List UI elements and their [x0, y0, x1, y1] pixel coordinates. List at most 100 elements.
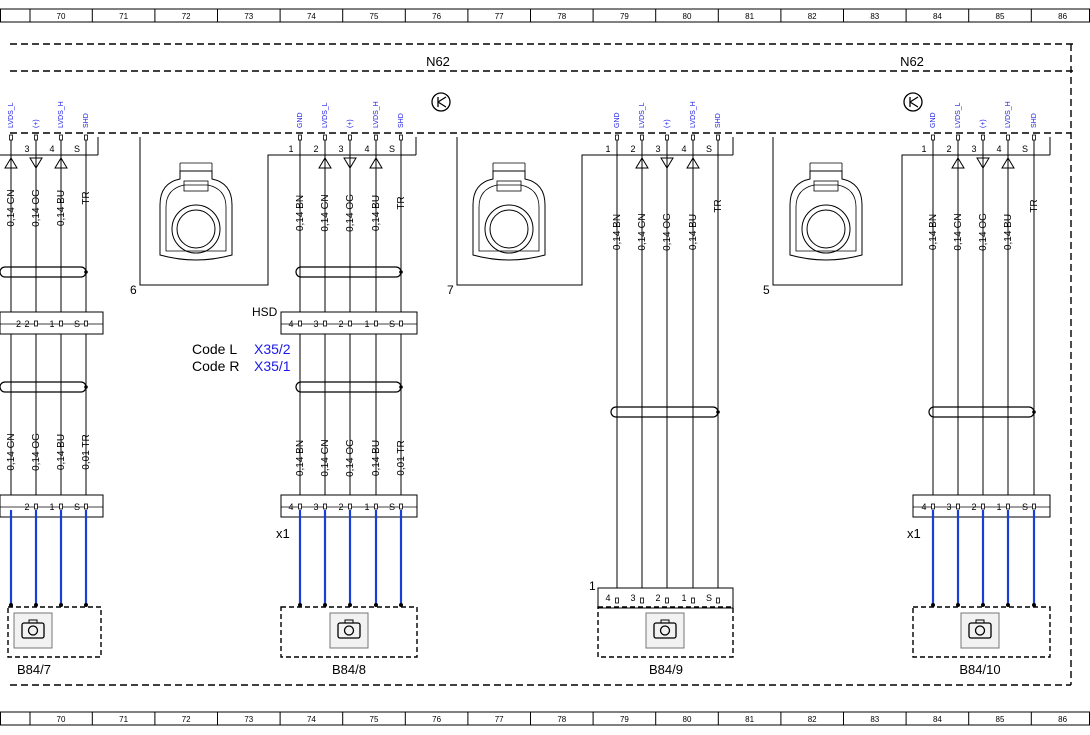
pin-contact	[323, 134, 327, 141]
ruler-number: 78	[557, 12, 566, 21]
wire-end	[348, 603, 352, 607]
inline-connector	[0, 494, 104, 518]
wire-end	[84, 603, 88, 607]
pin-contact	[323, 320, 327, 327]
pin-contact	[348, 320, 352, 327]
wire-end	[399, 603, 403, 607]
pin-number: S	[389, 319, 395, 329]
signal-name: LVDS_H	[690, 101, 697, 128]
camera-icon	[659, 625, 671, 636]
pin-contact	[34, 503, 38, 510]
pin-number: 3	[313, 319, 318, 329]
wire-end	[374, 603, 378, 607]
hsd-outline	[789, 170, 863, 261]
shield-loop	[295, 381, 402, 393]
pin-number: 2	[313, 144, 318, 154]
ruler-number: 81	[745, 715, 754, 724]
wire-label: 0,14 BU	[371, 440, 382, 476]
wire-label: 0,01 TR	[396, 440, 407, 475]
camera-label-b84-7[interactable]: B84/7	[17, 662, 51, 677]
symbol-line	[437, 96, 447, 103]
camera-label-b84-9[interactable]: B84/9	[649, 662, 683, 677]
pin-contact	[298, 320, 302, 327]
hsd-connector-icon	[159, 162, 233, 261]
pin-number: 3	[338, 144, 343, 154]
pin-number: 1	[605, 144, 610, 154]
signal-name: LVDS_L	[322, 102, 329, 128]
wire-end	[931, 603, 935, 607]
wire-label: TR	[396, 196, 407, 209]
pin-contact	[691, 134, 695, 141]
pin-contact	[399, 134, 403, 141]
wire-end	[323, 603, 327, 607]
wire-label: 0,14 BN	[612, 214, 623, 250]
connector-number-5: 5	[763, 283, 770, 297]
hsd-ring	[489, 209, 529, 249]
ruler-number: 79	[620, 715, 629, 724]
pin-number: 1	[49, 502, 54, 512]
shield-dot	[1032, 410, 1036, 414]
ruler-frame	[0, 711, 1090, 726]
signal-name: SHD	[715, 113, 722, 128]
pin-number: 2	[655, 593, 660, 603]
signal-name: LVDS_L	[955, 102, 962, 128]
signal-name: (+)	[33, 119, 40, 128]
camera-icon	[13, 612, 53, 649]
pin-contact	[59, 503, 63, 510]
wire-end	[298, 603, 302, 607]
pin-contact	[640, 597, 644, 604]
pin-contact	[640, 134, 644, 141]
ruler-number: 83	[870, 715, 879, 724]
ruler-number: 86	[1058, 12, 1067, 21]
symbol-line	[909, 101, 919, 108]
camera-icon	[960, 612, 1000, 649]
wire-end	[981, 603, 985, 607]
wire-label: 0,14 OG	[31, 189, 42, 227]
pin-contact	[1032, 503, 1036, 510]
pin-number: 2	[946, 144, 951, 154]
pin-number: 4	[681, 144, 686, 154]
pin-contact	[34, 320, 38, 327]
signal-name: (+)	[664, 119, 671, 128]
signal-name: GND	[614, 112, 621, 128]
ruler-number: 76	[432, 715, 441, 724]
code-r-value[interactable]: X35/1	[254, 358, 291, 374]
pin-contact	[691, 597, 695, 604]
pin-contact	[399, 320, 403, 327]
wire-label: 0,14 GN	[953, 213, 964, 250]
module-label-left: N62	[426, 54, 450, 69]
pin-number: S	[1022, 144, 1028, 154]
symbol-circle	[431, 92, 451, 112]
code-l-value[interactable]: X35/2	[254, 341, 291, 357]
inline-connector	[0, 311, 104, 335]
hsd-connector-icon	[472, 162, 546, 261]
ruler-number: 71	[119, 12, 128, 21]
camera-label-b84-8[interactable]: B84/8	[332, 662, 366, 677]
pin-number: 2	[24, 319, 29, 329]
camera-label-b84-10[interactable]: B84/10	[959, 662, 1000, 677]
pin-number: 1	[921, 144, 926, 154]
pin-contact	[9, 134, 13, 141]
camera-icon	[343, 625, 355, 636]
pin-number: 3	[630, 593, 635, 603]
hsd-outline	[159, 170, 233, 261]
wire-label: 0,14 BU	[1003, 214, 1014, 250]
wire-label: 0,14 GN	[6, 189, 17, 226]
wire-label: 0,14 GN	[320, 439, 331, 476]
ruler-number: 77	[495, 715, 504, 724]
transistor-icon	[903, 92, 923, 112]
ruler-number: 70	[57, 12, 66, 21]
wire-label: TR	[81, 191, 92, 204]
connector-number-7: 7	[447, 283, 454, 297]
hsd-ring	[484, 204, 534, 254]
pin-contact	[59, 134, 63, 141]
pin-number: 4	[288, 502, 293, 512]
ruler-frame	[0, 8, 1090, 23]
ruler-number: 82	[808, 12, 817, 21]
ruler-number: 71	[119, 715, 128, 724]
wire-label: 0,14 BN	[295, 195, 306, 231]
pin-contact	[374, 503, 378, 510]
wire-label: 0,14 GN	[637, 213, 648, 250]
connector-outlines	[139, 137, 912, 286]
